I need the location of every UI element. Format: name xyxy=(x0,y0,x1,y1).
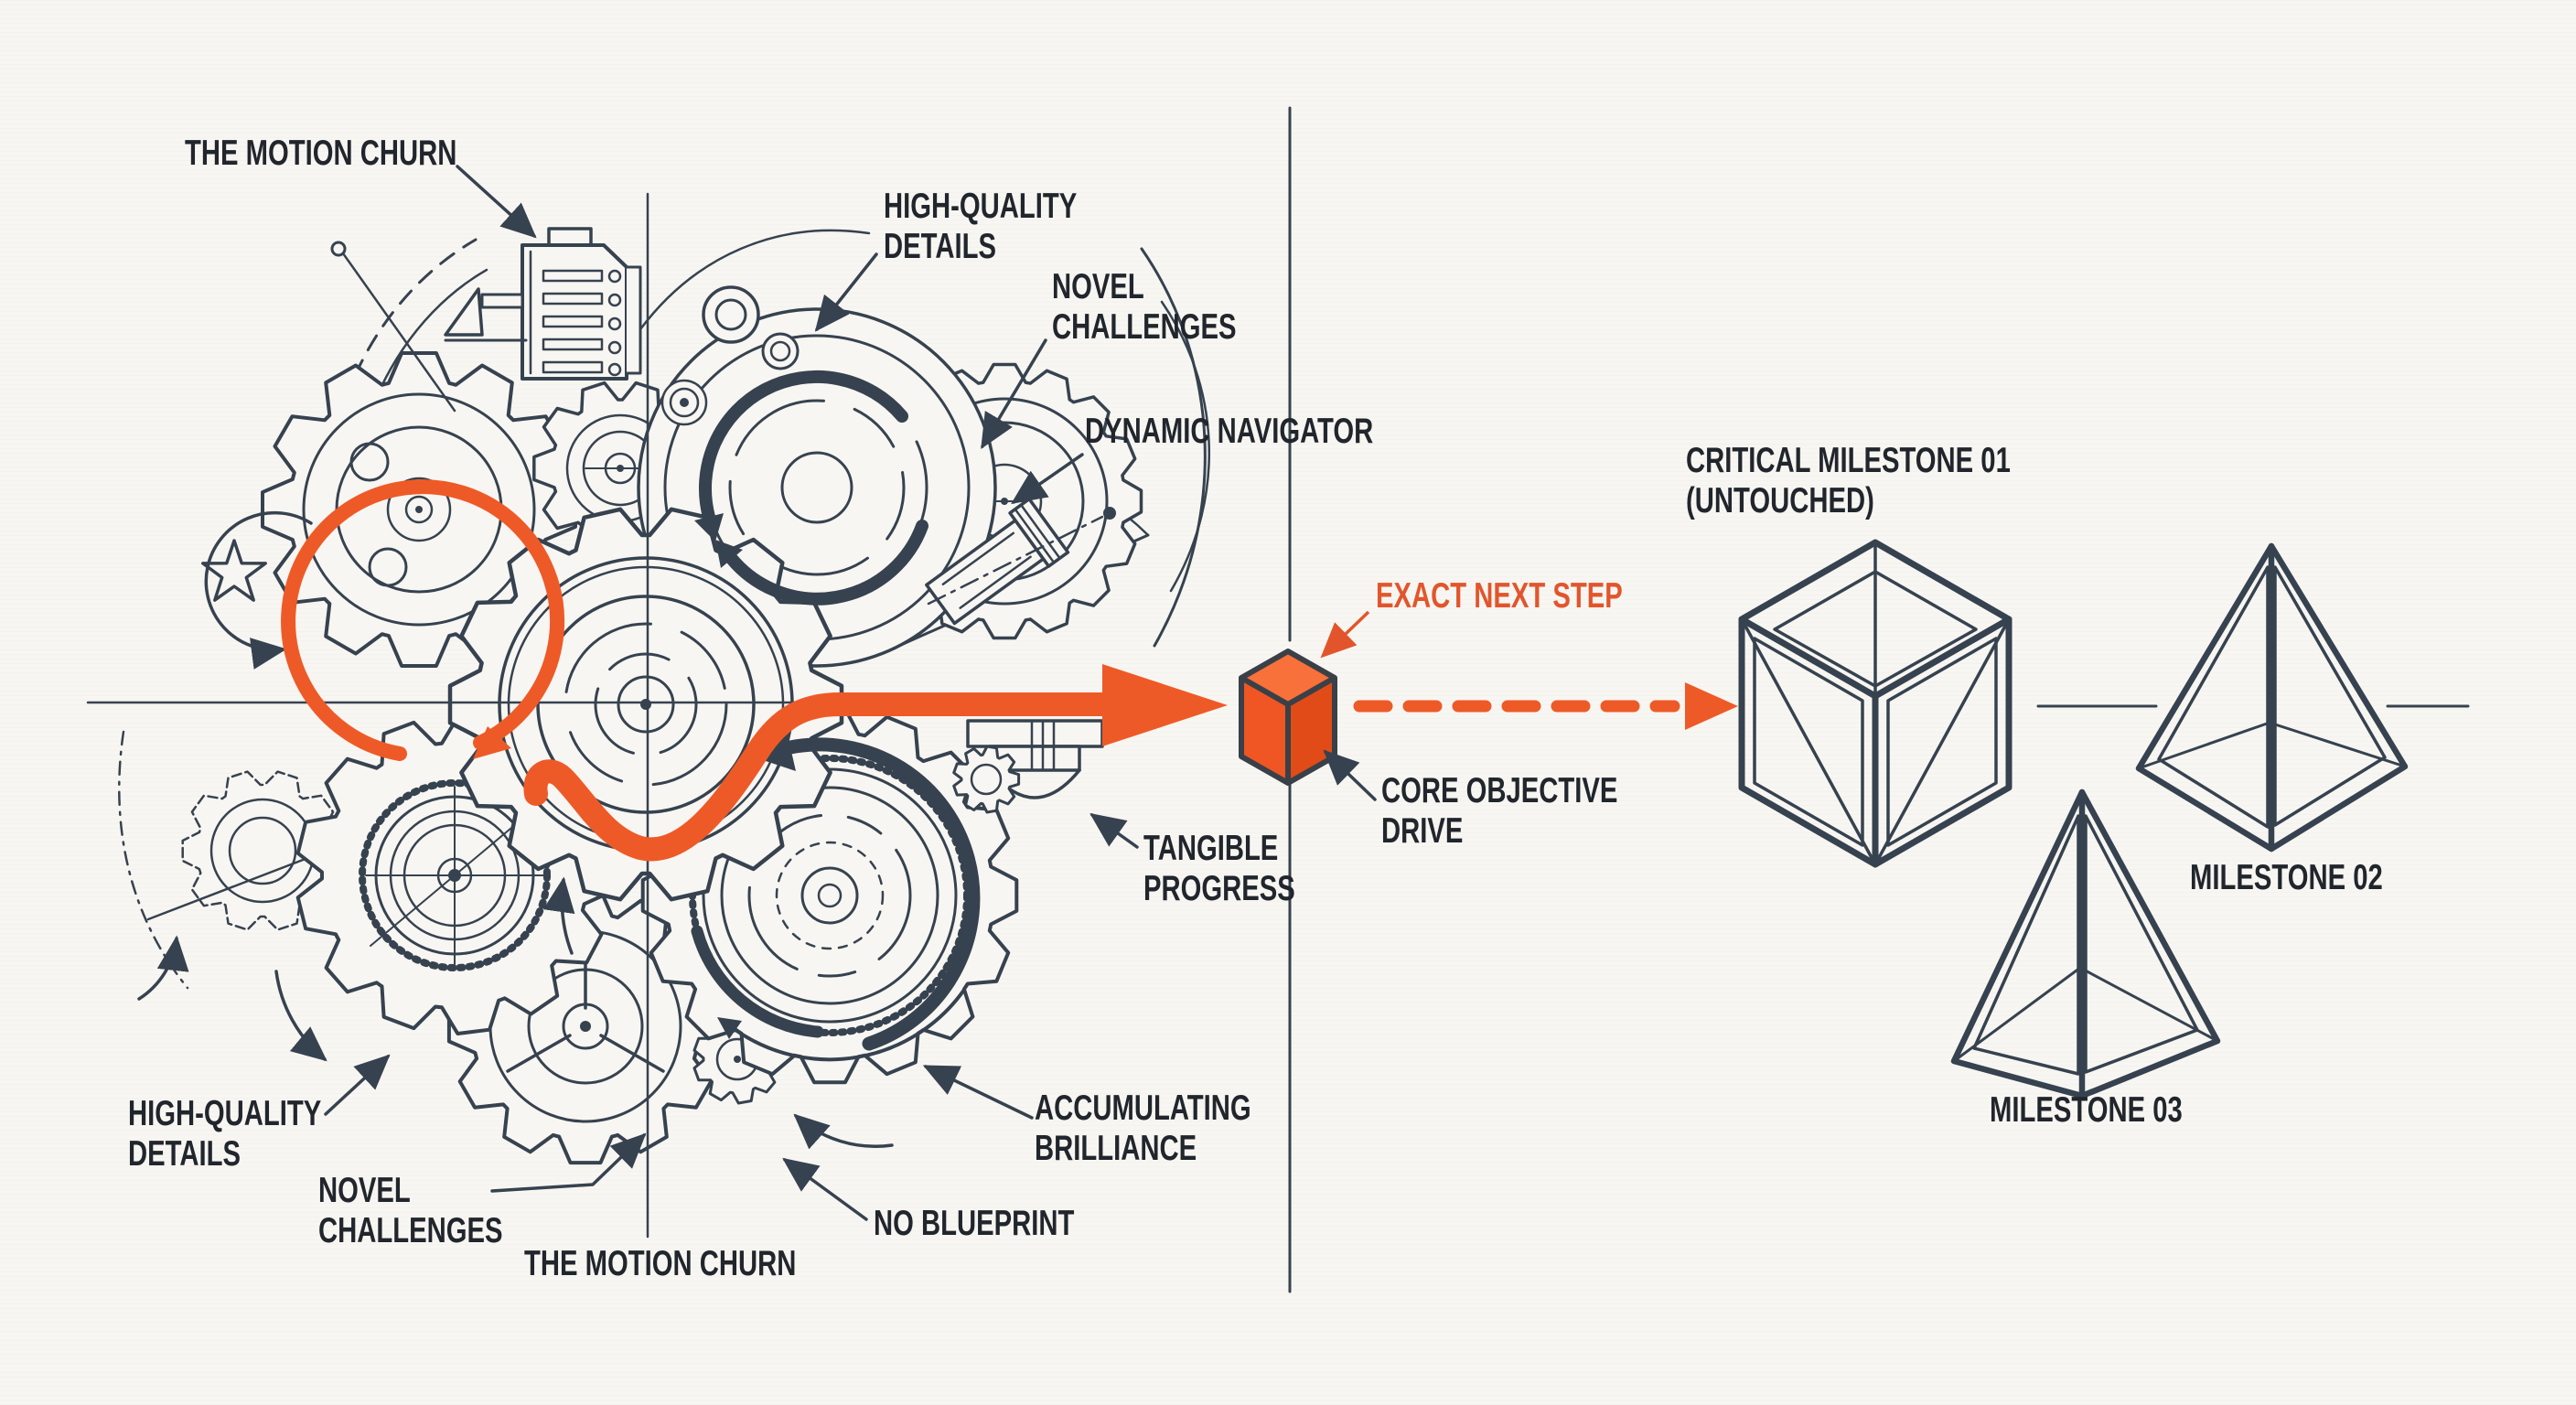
label-tangible-progress: TANGIBLE PROGRESS xyxy=(1143,829,1295,909)
label-critical-milestone-01: CRITICAL MILESTONE 01 (UNTOUCHED) xyxy=(1686,441,2011,521)
milestone-cube-icon xyxy=(1738,539,2012,868)
label-novel-challenges-bottom: NOVEL CHALLENGES xyxy=(318,1171,503,1251)
label-milestone-03: MILESTONE 03 xyxy=(1990,1090,2183,1130)
gear-top-left xyxy=(261,351,577,668)
label-dynamic-navigator: DYNAMIC NAVIGATOR xyxy=(1085,412,1374,451)
label-the-motion-churn-top: THE MOTION CHURN xyxy=(185,134,457,173)
label-high-quality-details-bottom: HIGH-QUALITY DETAILS xyxy=(128,1094,322,1174)
label-leader-arrows xyxy=(324,165,1377,1221)
label-exact-next-step: EXACT NEXT STEP xyxy=(1376,576,1623,616)
orange-flow-arrow xyxy=(281,479,1228,862)
bearing-rings xyxy=(660,285,800,426)
label-core-objective-drive: CORE OBJECTIVE DRIVE xyxy=(1381,771,1618,852)
label-milestone-02: MILESTONE 02 xyxy=(2190,858,2383,897)
core-cube-icon xyxy=(1239,649,1337,786)
milestone-pyramid-02-icon xyxy=(2135,542,2409,853)
label-the-motion-churn-bottom: THE MOTION CHURN xyxy=(524,1244,797,1283)
motor-block xyxy=(330,227,642,413)
label-no-blueprint: NO BLUEPRINT xyxy=(874,1204,1075,1243)
label-accumulating-brilliance: ACCUMULATING BRILLIANCE xyxy=(1035,1089,1251,1169)
navigator-device xyxy=(925,497,1116,626)
label-high-quality-details-top: HIGH-QUALITY DETAILS xyxy=(884,187,1078,267)
star-icon xyxy=(201,539,267,602)
milestone-pyramid-03-icon xyxy=(1950,788,2221,1099)
gear-small-left xyxy=(146,770,344,931)
orange-dashed-arrow xyxy=(1353,682,1738,730)
rotation-arrows xyxy=(137,370,981,1150)
progress-bracket xyxy=(952,719,1104,814)
label-novel-challenges-top: NOVEL CHALLENGES xyxy=(1052,267,1237,348)
